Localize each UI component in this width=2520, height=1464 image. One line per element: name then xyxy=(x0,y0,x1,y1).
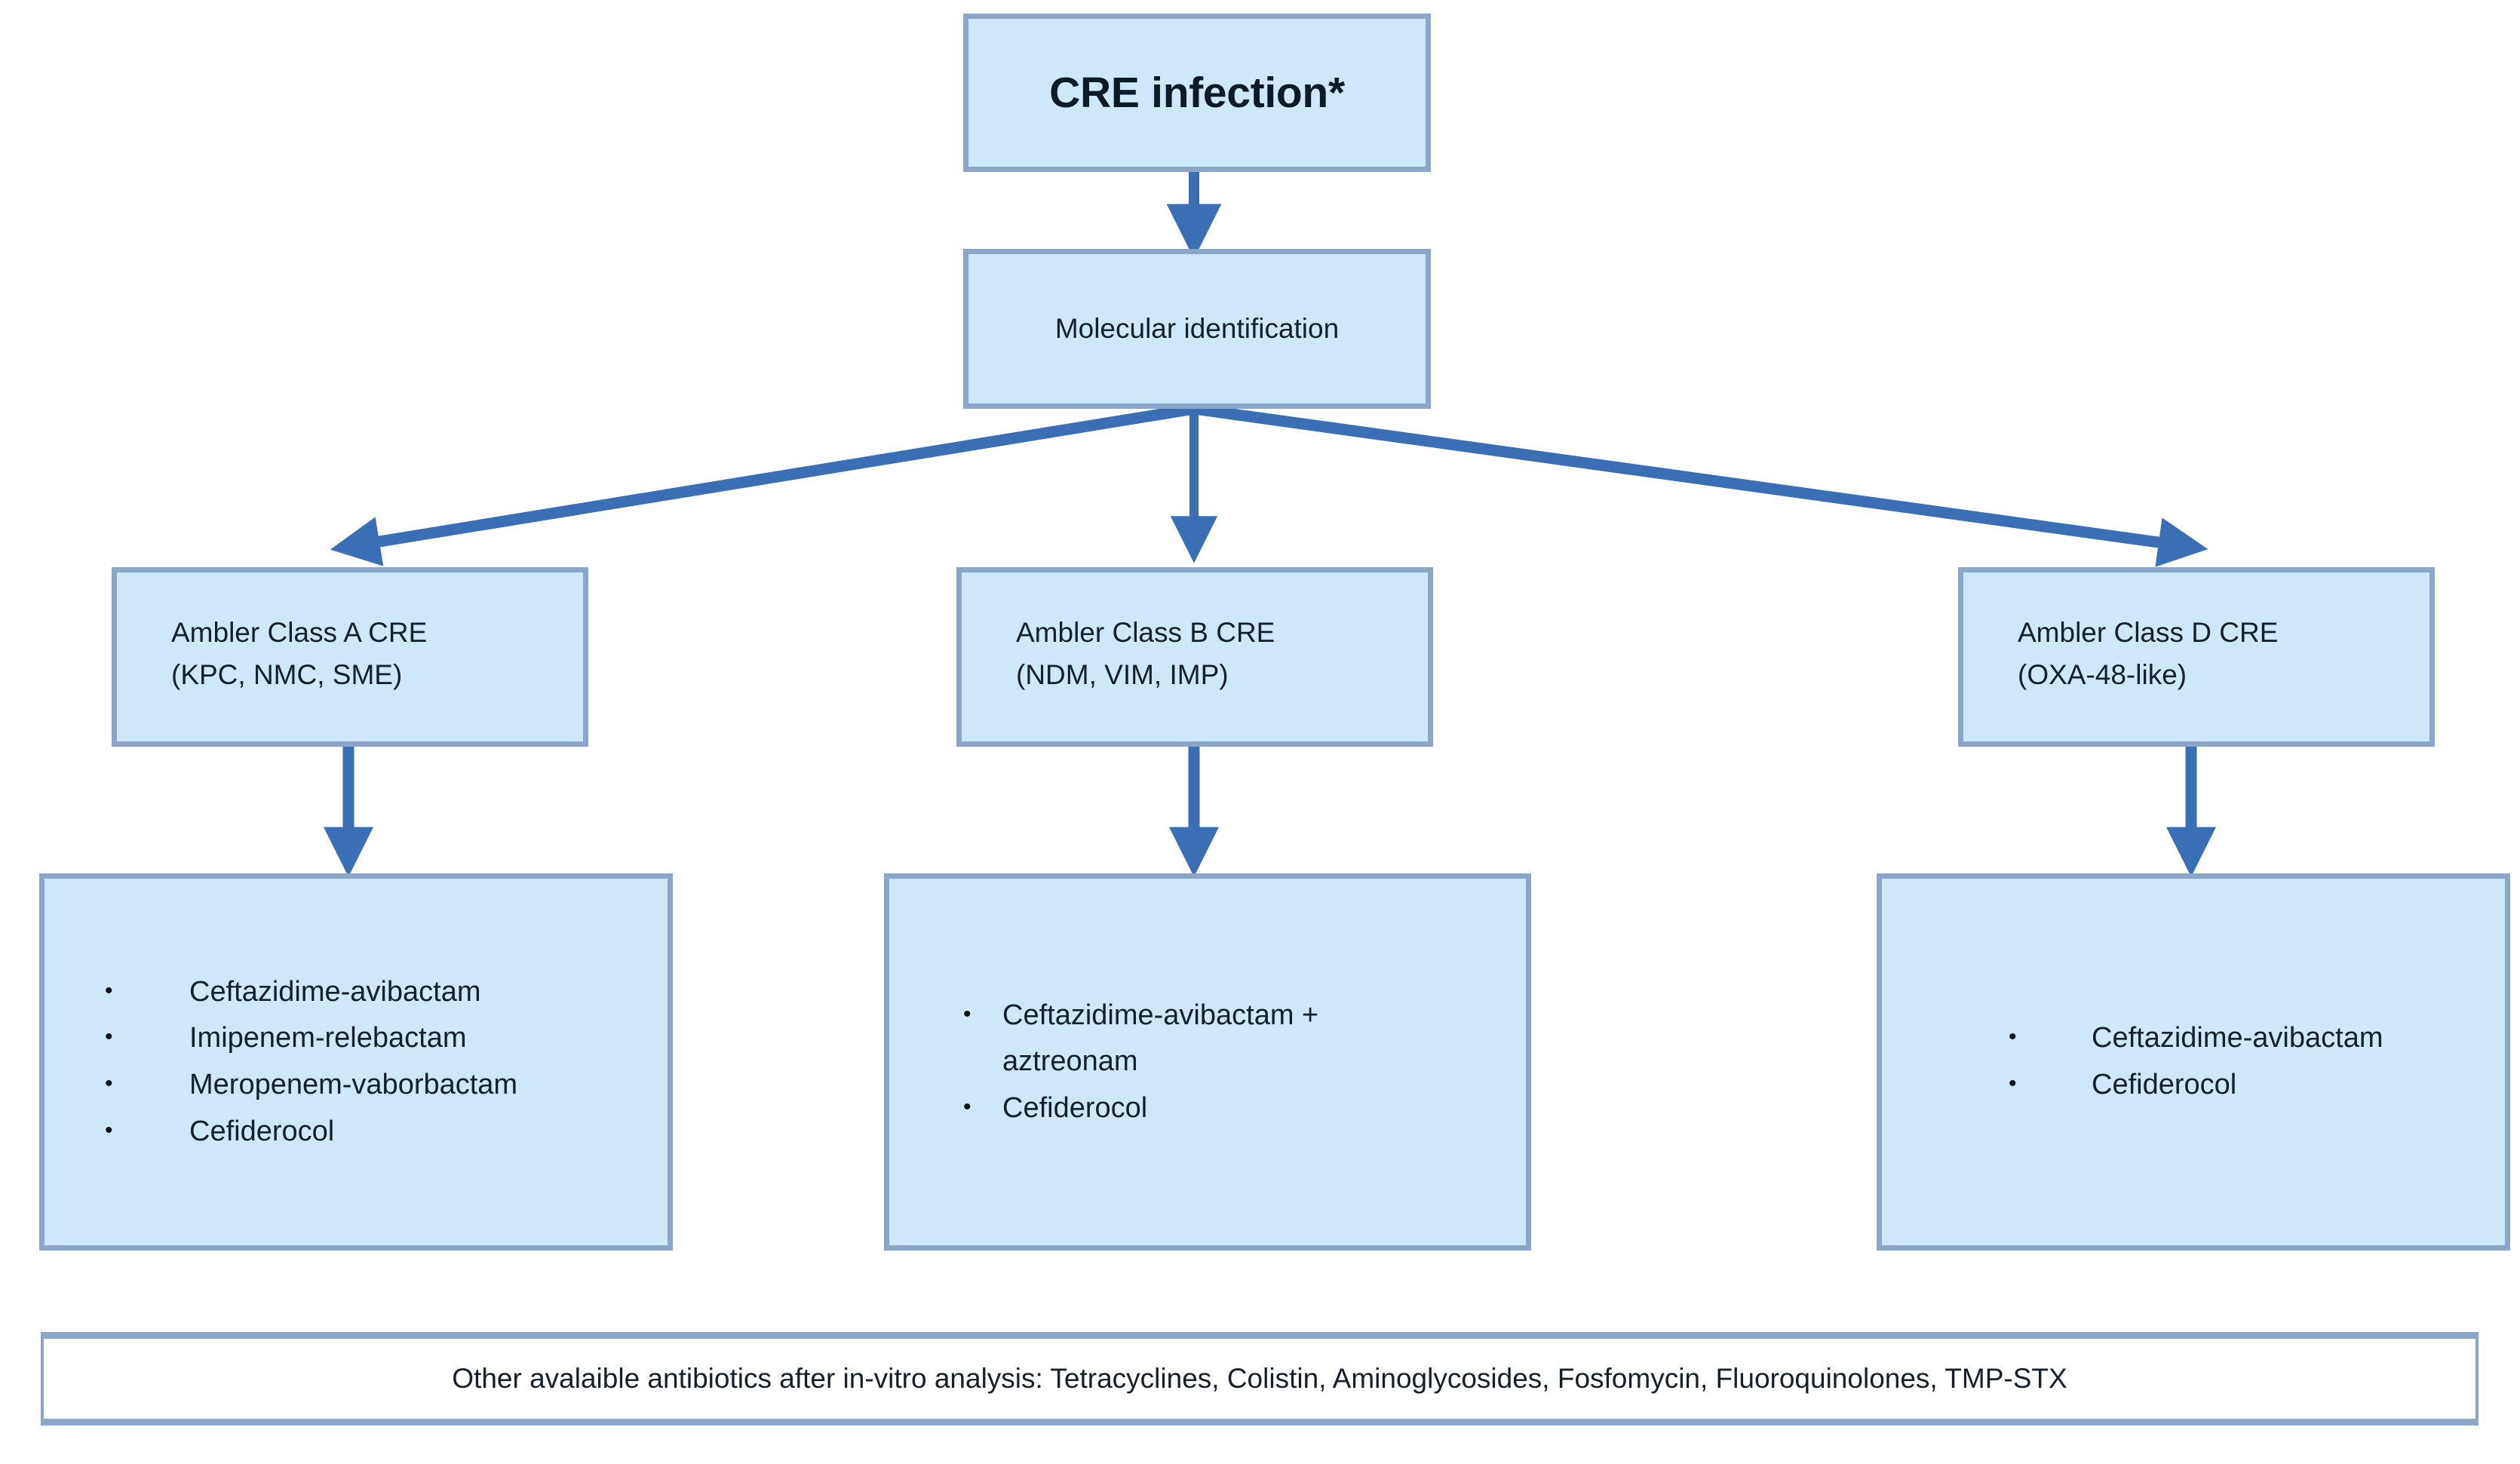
node-cre-infection-label: CRE infection* xyxy=(1049,69,1345,117)
footer-note-text: Other avalaible antibiotics after in-vit… xyxy=(452,1363,2067,1394)
node-class-b-line1: Ambler Class B CRE xyxy=(1016,617,1275,648)
bullet-icon: • xyxy=(105,1117,113,1143)
bullet-icon: • xyxy=(963,1094,971,1119)
list-item: • Cefiderocol xyxy=(963,1085,1526,1132)
node-ambler-class-d[interactable]: Ambler Class D CRE (OXA-48-like) xyxy=(1958,567,2435,747)
node-ambler-class-b[interactable]: Ambler Class B CRE (NDM, VIM, IMP) xyxy=(956,567,1433,747)
bullet-icon: • xyxy=(963,1001,971,1027)
footer-note-bar[interactable]: Other avalaible antibiotics after in-vit… xyxy=(41,1332,2479,1426)
bullet-icon: • xyxy=(2009,1024,2017,1050)
node-treatment-class-d[interactable]: • Ceftazidime-avibactam • Cefiderocol xyxy=(1877,873,2510,1251)
treatment-b-list: • Ceftazidime-avibactam + aztreonam • Ce… xyxy=(889,993,1526,1132)
list-item: • Ceftazidime-avibactam xyxy=(105,969,668,1016)
treatment-d-item-0: Ceftazidime-avibactam xyxy=(2092,1022,2383,1054)
connector-molecular-to-class-d xyxy=(1192,403,2208,567)
treatment-a-item-2: Meropenem-vaborbactam xyxy=(189,1069,518,1100)
list-item: • Meropenem-vaborbactam xyxy=(105,1062,668,1109)
list-item: • Imipenem-relebactam xyxy=(105,1015,668,1062)
bullet-icon: • xyxy=(105,1024,113,1050)
node-treatment-class-b[interactable]: • Ceftazidime-avibactam + aztreonam • Ce… xyxy=(884,873,1531,1251)
node-treatment-class-a[interactable]: • Ceftazidime-avibactam • Imipenem-releb… xyxy=(39,873,673,1251)
bullet-icon: • xyxy=(105,1071,113,1096)
node-class-d-line1: Ambler Class D CRE xyxy=(2018,617,2279,648)
treatment-a-item-1: Imipenem-relebactam xyxy=(189,1022,467,1054)
bullet-icon: • xyxy=(2009,1071,2017,1096)
list-item: • Cefiderocol xyxy=(2009,1062,2505,1109)
node-ambler-class-a[interactable]: Ambler Class A CRE (KPC, NMC, SME) xyxy=(112,567,588,747)
treatment-d-item-1: Cefiderocol xyxy=(2092,1069,2237,1100)
node-cre-infection[interactable]: CRE infection* xyxy=(963,14,1431,172)
treatment-d-list: • Ceftazidime-avibactam • Cefiderocol xyxy=(1882,1015,2505,1108)
connector-molecular-to-class-a xyxy=(330,403,1196,566)
treatment-b-item-1: Cefiderocol xyxy=(1002,1091,1148,1124)
node-molecular-identification-label: Molecular identification xyxy=(1054,313,1340,344)
list-item: • Ceftazidime-avibactam + aztreonam xyxy=(963,993,1526,1085)
node-class-a-line2: (KPC, NMC, SME) xyxy=(171,659,403,691)
node-molecular-identification[interactable]: Molecular identification xyxy=(963,249,1431,409)
bullet-icon: • xyxy=(105,978,113,1003)
treatment-b-item-0: Ceftazidime-avibactam + aztreonam xyxy=(1002,999,1319,1078)
node-class-b-line2: (NDM, VIM, IMP) xyxy=(1016,659,1229,691)
treatment-a-item-3: Cefiderocol xyxy=(189,1115,335,1147)
node-class-d-line2: (OXA-48-like) xyxy=(2018,659,2187,691)
list-item: • Cefiderocol xyxy=(105,1109,668,1156)
treatment-a-item-0: Ceftazidime-avibactam xyxy=(189,975,481,1008)
node-class-a-line1: Ambler Class A CRE xyxy=(171,617,428,648)
treatment-a-list: • Ceftazidime-avibactam • Imipenem-releb… xyxy=(45,969,668,1155)
list-item: • Ceftazidime-avibactam xyxy=(2009,1015,2505,1062)
